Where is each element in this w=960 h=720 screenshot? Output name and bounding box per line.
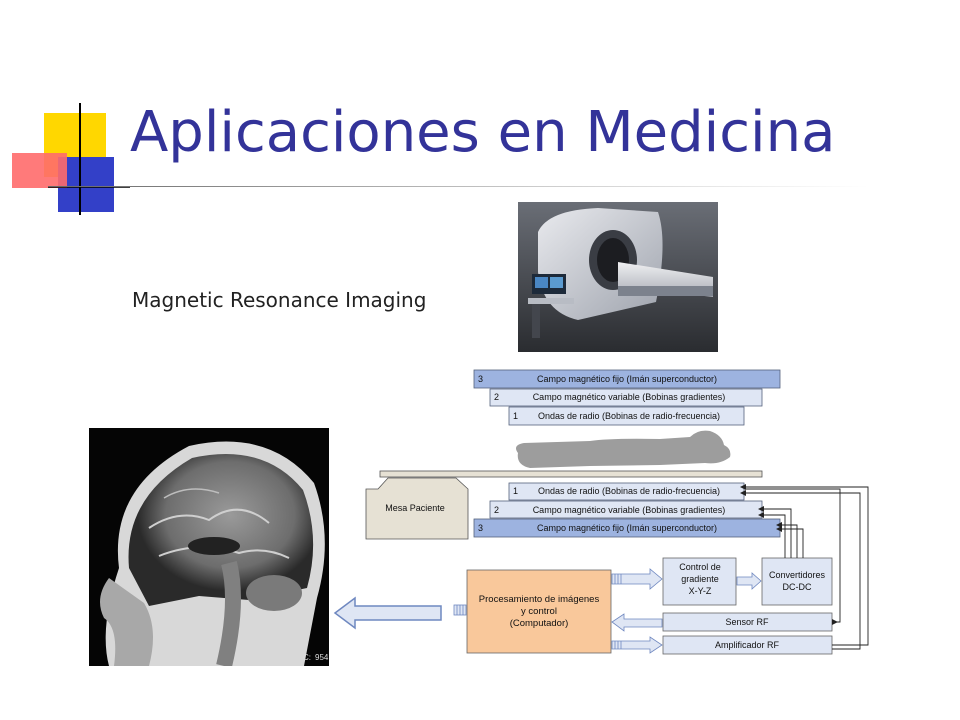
dc-converters-line-1: Convertidores <box>769 570 826 580</box>
rf-sensor-label: Sensor RF <box>725 617 769 627</box>
patient-table-label: Mesa Paciente <box>385 503 445 513</box>
top-coil-1-label: Ondas de radio (Bobinas de radio-frecuen… <box>538 411 720 421</box>
patient-silhouette <box>516 430 731 468</box>
processing-line-1: Procesamiento de imágenes <box>479 594 600 605</box>
port-stripes <box>456 574 622 649</box>
slide-title: Aplicaciones en Medicina <box>130 100 836 165</box>
gradient-control-box: Control de gradiente X-Y-Z <box>662 557 737 606</box>
bottom-coil-3-num: 3 <box>478 523 483 533</box>
feedback-arrowheads <box>740 484 838 625</box>
bottom-coil-1: 1 Ondas de radio (Bobinas de radio-frecu… <box>508 482 745 501</box>
arrow-sensor-to-processing <box>611 613 663 632</box>
top-coil-2: 2 Campo magnético variable (Bobinas grad… <box>489 388 763 407</box>
arrow-processing-to-amplifier <box>611 636 663 654</box>
processing-line-2: y control <box>521 606 557 617</box>
top-coil-1: 1 Ondas de radio (Bobinas de radio-frecu… <box>508 406 745 426</box>
output-arrow-left <box>333 596 442 630</box>
top-coil-3: 3 Campo magnético fijo (Imán superconduc… <box>473 369 781 389</box>
dc-converters-box: Convertidores DC-DC <box>761 557 833 606</box>
bottom-coil-2-label: Campo magnético variable (Bobinas gradie… <box>533 505 726 515</box>
mri-system-diagram: 3 Campo magnético fijo (Imán superconduc… <box>365 369 869 655</box>
dc-converters-line-2: DC-DC <box>783 582 812 592</box>
connector-arrows <box>611 568 762 654</box>
bottom-coil-1-label: Ondas de radio (Bobinas de radio-frecuen… <box>538 486 720 496</box>
scan-corner-number: 954 <box>315 653 329 662</box>
bottom-coil-1-num: 1 <box>513 486 518 496</box>
top-coil-3-label: Campo magnético fijo (Imán superconducto… <box>537 374 717 384</box>
ornament-blue-square <box>58 157 114 212</box>
top-coil-1-num: 1 <box>513 411 518 421</box>
processing-box: Procesamiento de imágenes y control (Com… <box>466 569 612 654</box>
gradient-control-line-2: gradiente <box>681 574 719 584</box>
patient-table-base: Mesa Paciente <box>365 477 469 540</box>
patient-table-surface <box>379 470 763 478</box>
processing-line-3: (Computador) <box>510 618 569 629</box>
slide-subtitle: Magnetic Resonance Imaging <box>132 288 427 312</box>
top-coil-3-num: 3 <box>478 374 483 384</box>
bottom-coil-2: 2 Campo magnético variable (Bobinas grad… <box>489 500 763 519</box>
top-coil-2-num: 2 <box>494 392 499 402</box>
rf-sensor-box: Sensor RF <box>662 612 833 632</box>
title-underline <box>48 186 868 187</box>
corner-ornament <box>12 103 130 215</box>
rf-amplifier-box: Amplificador RF <box>662 635 833 655</box>
brain-mri-scan: C: 954 <box>89 428 329 666</box>
bottom-coil-3-label: Campo magnético fijo (Imán superconducto… <box>537 523 717 533</box>
ornament-red-square <box>12 153 67 188</box>
bottom-coil-2-num: 2 <box>494 505 499 515</box>
top-coil-2-label: Campo magnético variable (Bobinas gradie… <box>533 392 726 402</box>
arrow-gradient-to-converters <box>736 572 762 590</box>
gradient-control-line-3: X-Y-Z <box>689 586 712 596</box>
rf-amplifier-label: Amplificador RF <box>715 640 780 650</box>
scan-corner-label: C: <box>303 653 311 662</box>
arrow-processing-to-gradient <box>611 568 663 590</box>
bottom-coil-3: 3 Campo magnético fijo (Imán superconduc… <box>473 518 781 538</box>
gradient-control-line-1: Control de <box>679 562 721 572</box>
mri-machine-photo <box>518 202 718 352</box>
